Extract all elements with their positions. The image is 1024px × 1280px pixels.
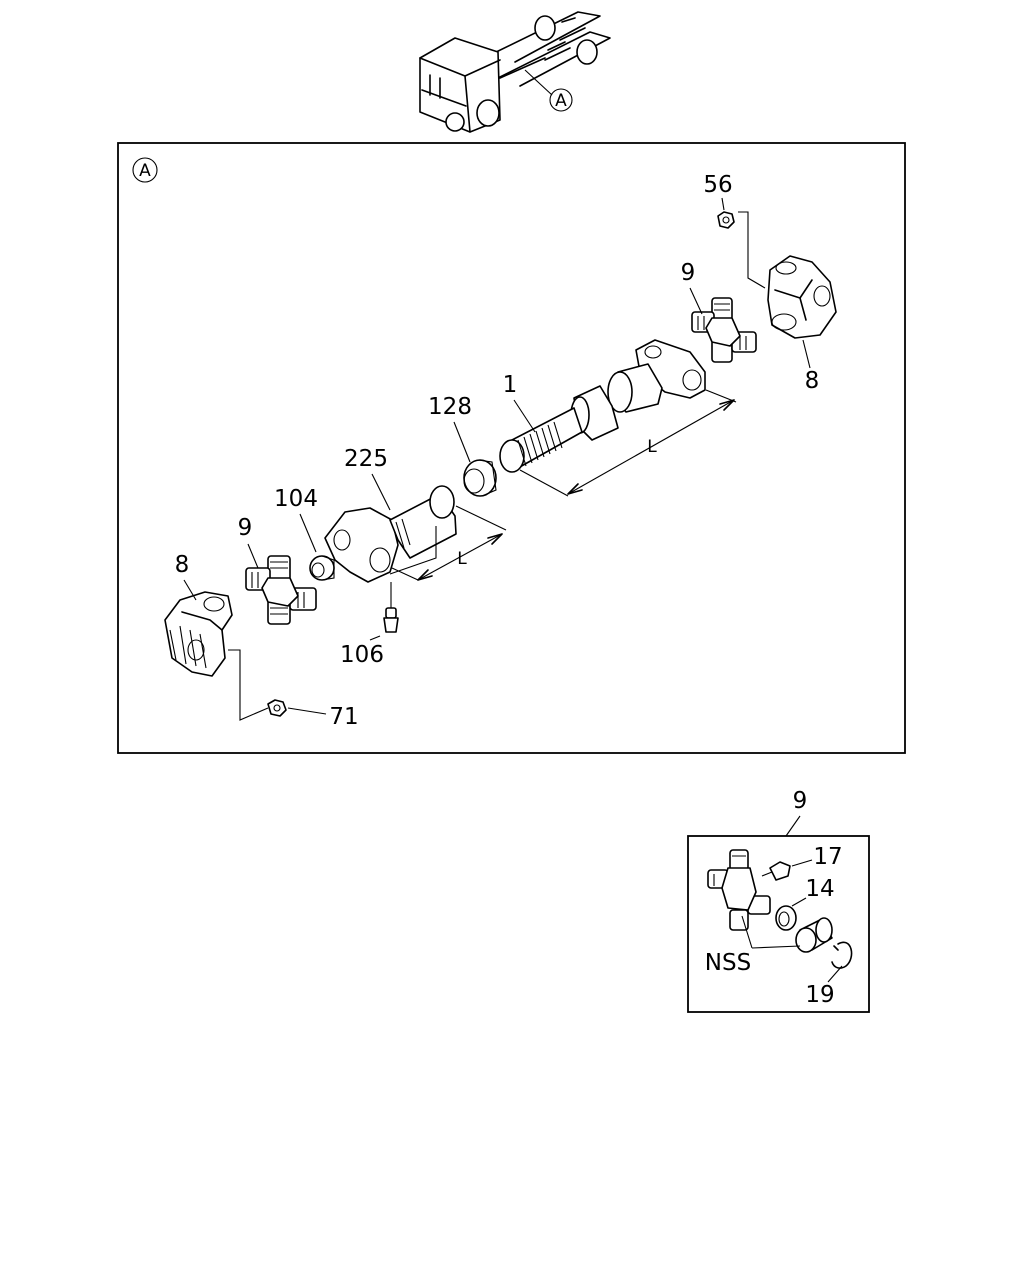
view-marker-label: A (555, 91, 567, 111)
detail-view-title: 9 (793, 788, 808, 814)
label-106: 106 (340, 642, 384, 668)
label-dim-l-long: L (647, 437, 657, 457)
detail-part-19-snap-ring (831, 941, 853, 969)
part-9-right-universal-joint (691, 297, 757, 363)
detail-view-frame (687, 835, 870, 1013)
detail-label-nss: NSS (705, 950, 751, 976)
label-1: 1 (503, 372, 518, 398)
detail-label-14: 14 (805, 876, 834, 902)
detail-part-14-seal (775, 905, 797, 931)
detail-bearing-cup (795, 917, 833, 953)
label-9-left: 9 (238, 515, 253, 541)
label-9-right: 9 (681, 260, 696, 286)
truck-illustration (419, 11, 611, 133)
label-56: 56 (703, 172, 732, 198)
part-8-right-flange-yoke (767, 255, 837, 339)
detail-label-17: 17 (813, 844, 842, 870)
leader-line (524, 69, 553, 96)
part-106-grease-nipple (383, 600, 399, 633)
main-view-frame (117, 142, 906, 754)
part-9-left-universal-joint (245, 555, 317, 625)
label-71: 71 (329, 704, 358, 730)
detail-universal-joint-spider (707, 849, 771, 931)
part-104-bushing (309, 555, 335, 581)
label-dim-l-short: L (457, 549, 467, 569)
truck-locator: A (419, 11, 611, 133)
part-71-nut (267, 699, 287, 717)
part-128-seal (463, 459, 497, 497)
detail-label-19: 19 (805, 982, 834, 1008)
main-view-marker-label: A (139, 161, 151, 181)
view-marker-circle (549, 88, 573, 112)
part-8-left-flange-yoke (164, 591, 233, 677)
label-104: 104 (274, 486, 318, 512)
label-225: 225 (344, 446, 388, 472)
main-view-marker-circle (132, 157, 158, 183)
label-128: 128 (428, 394, 472, 420)
dimension-l-short (389, 505, 507, 581)
label-8-left: 8 (175, 552, 190, 578)
detail-part-17-grease-nipple (761, 861, 791, 881)
part-1-propeller-shaft (499, 339, 706, 473)
part-56-nut (717, 211, 735, 229)
dimension-l-long (519, 389, 737, 497)
part-225-slip-yoke (324, 485, 457, 583)
label-8-right: 8 (805, 368, 820, 394)
